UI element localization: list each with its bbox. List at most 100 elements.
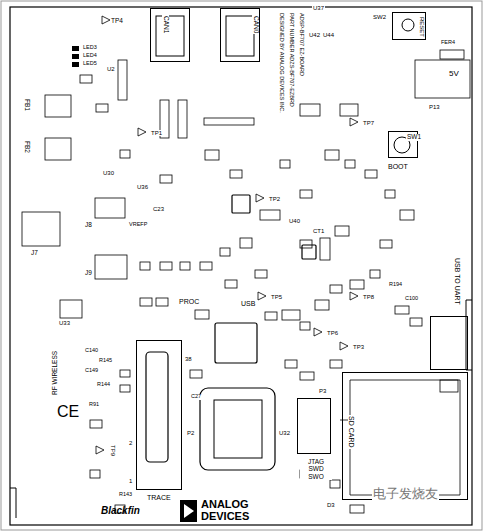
component-footprint	[320, 238, 330, 260]
component-label: CAN1	[163, 15, 170, 34]
component-footprint	[156, 298, 168, 306]
component-footprint	[400, 210, 414, 220]
component-footprint	[395, 306, 409, 314]
silkscreen-label: FB2	[24, 140, 31, 154]
logo-triangle	[184, 504, 194, 518]
silkscreen-label: PROC	[178, 298, 200, 305]
component-footprint	[200, 262, 212, 270]
component-label: TRACE	[146, 494, 172, 501]
silkscreen-label: 38	[184, 356, 193, 362]
silkscreen-label: 2	[128, 440, 133, 446]
component-footprint	[118, 60, 127, 100]
silkscreen-label: C27	[190, 394, 202, 400]
silkscreen-label: R143	[118, 492, 133, 498]
component-footprint	[335, 226, 349, 236]
silkscreen-label: R91	[88, 402, 100, 408]
silkscreen-label: DESIGNED BY ANALOG DEVICES INC.	[279, 12, 285, 114]
silkscreen-label: PART NUMBER ADZS-BF707-EZBRD	[289, 12, 295, 108]
silkscreen-label: LED4	[82, 53, 98, 59]
silkscreen-label: U37	[312, 5, 325, 11]
logo-text: Blackfin	[100, 506, 141, 516]
connector-inner	[146, 352, 168, 462]
silkscreen-label: VREFP	[128, 222, 148, 228]
component-footprint	[60, 300, 82, 318]
component-footprint	[282, 310, 300, 320]
test-point	[340, 342, 348, 350]
component-footprint	[370, 270, 380, 278]
component-footprint	[90, 470, 100, 478]
component-footprint	[350, 505, 364, 513]
component-footprint	[80, 75, 92, 83]
component-footprint	[95, 198, 125, 218]
ic-package	[232, 195, 250, 213]
component-footprint	[120, 370, 130, 377]
ic-inner	[214, 400, 262, 458]
component-footprint	[300, 322, 310, 330]
silkscreen-label: U33	[58, 320, 71, 326]
silkscreen-label: R145	[98, 358, 113, 364]
component-footprint	[410, 318, 422, 326]
led-pad	[72, 54, 79, 59]
component-footprint	[315, 300, 329, 310]
component-footprint	[225, 280, 237, 288]
silkscreen-label: U44	[322, 32, 335, 38]
silkscreen-label: C149	[84, 368, 99, 374]
component-footprint	[415, 60, 470, 98]
silkscreen-label: R144	[96, 382, 111, 388]
silkscreen-label: TP6	[326, 330, 339, 336]
ic-package	[200, 388, 275, 470]
component-footprint	[160, 262, 172, 270]
logo-text: DEVICES	[200, 511, 250, 522]
component-footprint	[90, 420, 102, 428]
component-footprint	[45, 95, 71, 117]
silkscreen-label: TP5	[270, 294, 283, 300]
ic-package	[302, 245, 316, 259]
silkscreen-label: FER4	[440, 40, 456, 46]
silkscreen-label: U2	[106, 66, 116, 72]
silkscreen-label: SW2	[372, 14, 387, 20]
component-footprint	[255, 270, 267, 278]
silkscreen-label: LED3	[82, 45, 98, 51]
logo-text: ANALOG	[200, 499, 250, 510]
component-footprint	[205, 150, 219, 160]
component-label: SD CARD	[348, 415, 355, 449]
test-point	[138, 128, 146, 136]
silkscreen-label: U30	[102, 170, 115, 176]
component-footprint	[160, 175, 172, 183]
component-outline: CAN0	[220, 8, 260, 62]
component-label: USB TO UART	[454, 257, 461, 306]
component-footprint	[385, 190, 395, 198]
component-footprint	[220, 248, 230, 256]
silkscreen-label: C100	[404, 296, 419, 302]
watermark: 电子发烧友	[372, 487, 439, 500]
silkscreen-label: R194	[388, 282, 403, 288]
component-footprint	[440, 380, 458, 392]
silkscreen-label: TP3	[352, 344, 365, 350]
component-footprint	[180, 262, 190, 270]
component-outline: SD CARD	[342, 372, 468, 500]
silkscreen-label: J7	[30, 250, 39, 257]
component-outline: USB TO UART	[430, 316, 468, 370]
component-outline: JTAG SWD SWO	[297, 398, 331, 454]
ic-package	[215, 323, 257, 363]
component-footprint	[260, 210, 280, 220]
component-footprint	[120, 385, 130, 392]
component-footprint	[230, 170, 242, 178]
silkscreen-label: P3	[318, 388, 327, 394]
component-footprint	[265, 312, 277, 320]
component-footprint	[285, 360, 297, 368]
silkscreen-label: ADSP-BF707 EZ-BOARD	[299, 12, 305, 77]
component-footprint	[300, 190, 312, 198]
test-point	[350, 292, 358, 300]
silkscreen-label: CT1	[312, 228, 325, 234]
component-footprint	[325, 150, 339, 160]
component-footprint	[45, 138, 71, 160]
component-label: BOOT	[387, 163, 409, 170]
component-footprint	[345, 160, 355, 168]
component-footprint	[300, 372, 314, 380]
component-outline: CAN1	[150, 8, 190, 62]
component-footprint	[330, 480, 340, 488]
test-point	[350, 118, 358, 126]
component-footprint	[96, 104, 108, 112]
